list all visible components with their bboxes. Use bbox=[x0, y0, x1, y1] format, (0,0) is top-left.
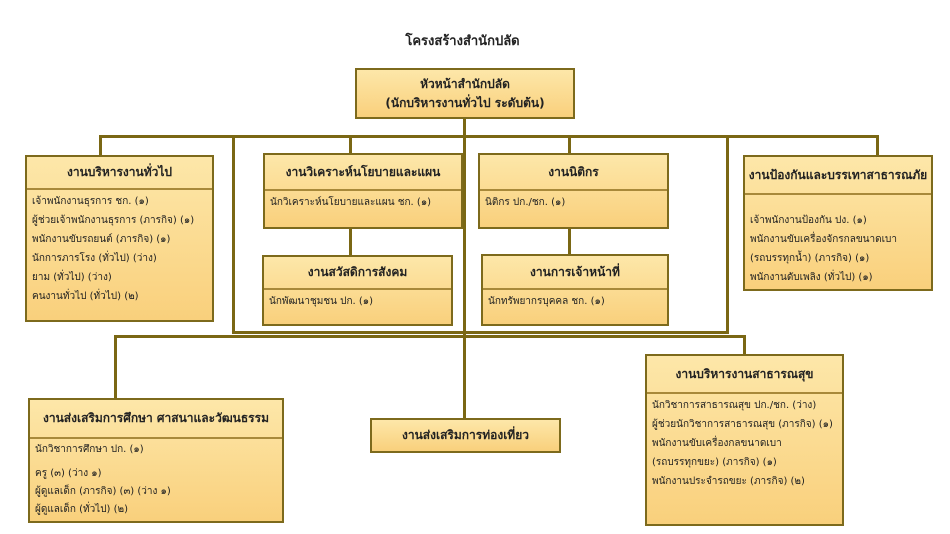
position-item: เจ้าพนักงานธุรการ ชก. (๑) bbox=[32, 196, 149, 207]
connector bbox=[463, 118, 466, 418]
connector bbox=[743, 335, 746, 354]
position-item: เจ้าพนักงานป้องกัน ปง. (๑) bbox=[750, 215, 867, 226]
position-item: ผู้ดูแลเด็ก (ทั่วไป) (๒) bbox=[35, 504, 129, 515]
chart-title: โครงสร้างสำนักปลัด bbox=[405, 34, 520, 49]
position-item: ผู้ช่วยเจ้าพนักงานธุรการ (ภารกิจ) (๑) bbox=[32, 215, 195, 226]
unit-title: งานบริหารงานทั่วไป bbox=[27, 157, 212, 190]
connector bbox=[568, 228, 571, 254]
connector bbox=[232, 135, 235, 333]
connector bbox=[568, 135, 571, 153]
connector bbox=[349, 228, 352, 255]
connector bbox=[726, 135, 729, 333]
unit-education-culture: งานส่งเสริมการศึกษา ศาสนาและวัฒนธรรม นัก… bbox=[28, 398, 284, 523]
unit-tourism: งานส่งเสริมการท่องเที่ยว bbox=[370, 418, 561, 453]
position-item: ครู (๓) (ว่าง ๑) bbox=[35, 468, 102, 479]
position-item: นักการภารโรง (ทั่วไป) (ว่าง) bbox=[32, 253, 157, 264]
position-item: (รถบรรทุกน้ำ) (ภารกิจ) (๑) bbox=[750, 253, 870, 264]
position-item: นักวิชาการศึกษา ปก. (๑) bbox=[35, 444, 144, 455]
head-subtitle: (นักบริหารงานทั่วไป ระดับต้น) bbox=[385, 95, 545, 110]
connector bbox=[114, 335, 746, 338]
connector bbox=[876, 135, 879, 155]
position-item: ยาม (ทั่วไป) (ว่าง) bbox=[32, 272, 112, 283]
position-item: พนักงานดับเพลิง (ทั่วไป) (๑) bbox=[750, 272, 873, 283]
unit-title: งานส่งเสริมการท่องเที่ยว bbox=[402, 428, 529, 442]
connector bbox=[99, 135, 102, 155]
position-item: ผู้ดูแลเด็ก (ภารกิจ) (๓) (ว่าง ๑) bbox=[35, 486, 171, 497]
position-item: พนักงานประจำรถขยะ (ภารกิจ) (๒) bbox=[652, 476, 805, 487]
unit-title: งานส่งเสริมการศึกษา ศาสนาและวัฒนธรรม bbox=[30, 400, 282, 439]
connector bbox=[232, 331, 729, 334]
position-item: นักพัฒนาชุมชน ปก. (๑) bbox=[269, 296, 374, 307]
unit-disaster-prevention: งานป้องกันและบรรเทาสาธารณภัย เจ้าพนักงาน… bbox=[743, 155, 933, 291]
position-item: นักวิชาการสาธารณสุข ปก./ชก. (ว่าง) bbox=[652, 400, 817, 411]
position-item: (รถบรรทุกขยะ) (ภารกิจ) (๑) bbox=[652, 457, 777, 468]
position-item: พนักงานขับเครื่องจักรกลขนาดเบา bbox=[750, 234, 897, 245]
unit-title: งานวิเคราะห์นโยบายและแผน bbox=[265, 155, 461, 191]
head-box: หัวหน้าสำนักปลัด (นักบริหารงานทั่วไป ระด… bbox=[355, 68, 575, 119]
unit-title: งานการเจ้าหน้าที่ bbox=[483, 256, 667, 290]
position-item: พนักงานขับรถยนต์ (ภารกิจ) (๑) bbox=[32, 234, 171, 245]
connector bbox=[99, 135, 879, 138]
head-title: หัวหน้าสำนักปลัด bbox=[420, 76, 510, 91]
connector bbox=[349, 135, 352, 153]
position-item: พนักงานขับเครื่องกลขนาดเบา bbox=[652, 438, 782, 449]
position-item: นักทรัพยากรบุคคล ชก. (๑) bbox=[488, 296, 605, 307]
position-item: คนงานทั่วไป (ทั่วไป) (๒) bbox=[32, 291, 139, 302]
unit-personnel: งานการเจ้าหน้าที่ นักทรัพยากรบุคคล ชก. (… bbox=[481, 254, 669, 326]
position-item: ผู้ช่วยนักวิชาการสาธารณสุข (ภารกิจ) (๑) bbox=[652, 419, 833, 430]
unit-general-admin: งานบริหารงานทั่วไป เจ้าพนักงานธุรการ ชก.… bbox=[25, 155, 214, 322]
unit-title: งานบริหารงานสาธารณสุข bbox=[647, 356, 842, 394]
unit-title: งานสวัสดิการสังคม bbox=[264, 257, 451, 290]
unit-legal: งานนิติกร นิติกร ปก./ชก. (๑) bbox=[478, 153, 669, 229]
unit-social-welfare: งานสวัสดิการสังคม นักพัฒนาชุมชน ปก. (๑) bbox=[262, 255, 453, 326]
unit-policy-planning: งานวิเคราะห์นโยบายและแผน นักวิเคราะห์นโย… bbox=[263, 153, 463, 229]
unit-title: งานป้องกันและบรรเทาสาธารณภัย bbox=[745, 157, 931, 195]
unit-title: งานนิติกร bbox=[480, 155, 667, 191]
connector bbox=[114, 335, 117, 398]
position-item: นิติกร ปก./ชก. (๑) bbox=[485, 197, 566, 208]
position-item: นักวิเคราะห์นโยบายและแผน ชก. (๑) bbox=[270, 197, 432, 208]
unit-public-health: งานบริหารงานสาธารณสุข นักวิชาการสาธารณสุ… bbox=[645, 354, 844, 526]
